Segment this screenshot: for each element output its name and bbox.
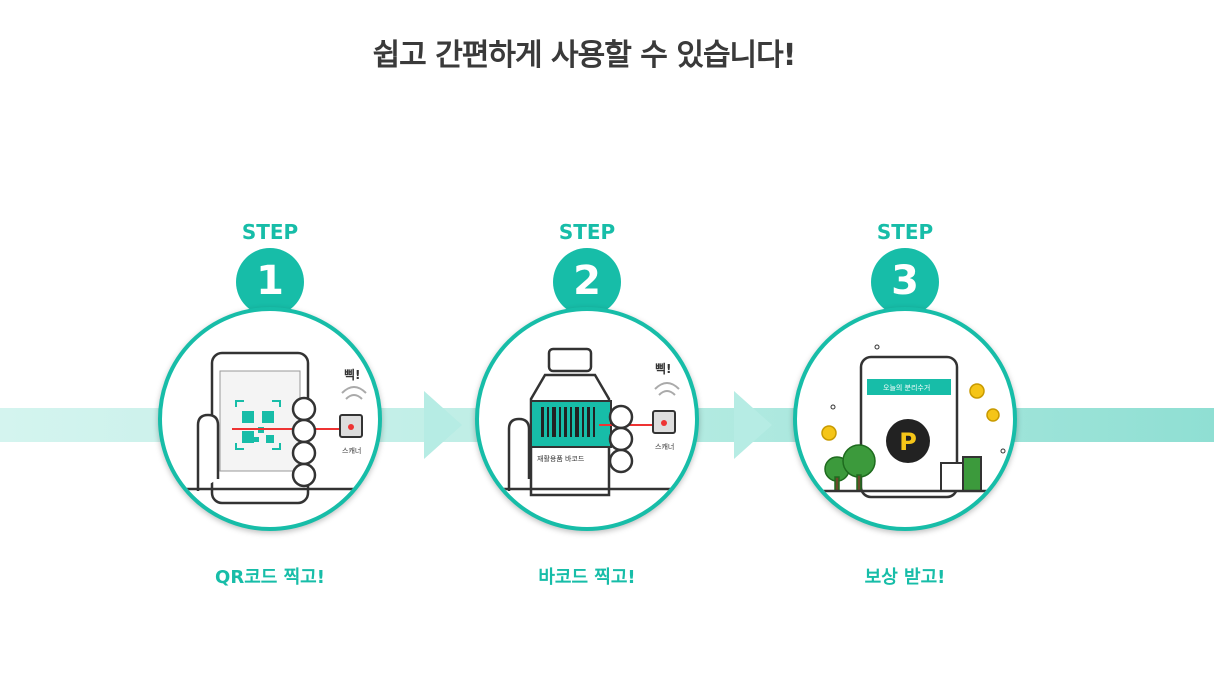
arrow-right-icon bbox=[734, 391, 772, 459]
milk-carton-icon bbox=[940, 456, 982, 492]
step-number-badge: 2 bbox=[553, 248, 621, 316]
step-caption: 바코드 찍고! bbox=[538, 567, 636, 588]
step-number-badge: 1 bbox=[236, 248, 304, 316]
scanner-label: 스캐너 bbox=[342, 446, 361, 455]
page-headline: 쉽고 간편하게 사용할 수 있습니다! bbox=[372, 38, 797, 73]
point-symbol: P bbox=[899, 428, 917, 456]
wifi-signal-icon bbox=[341, 386, 367, 400]
step-label: STEP bbox=[558, 220, 616, 244]
arrow-right-icon bbox=[424, 391, 462, 459]
wifi-signal-icon bbox=[654, 382, 680, 396]
step-caption: QR코드 찍고! bbox=[215, 567, 325, 588]
sound-effect-text: 삑! bbox=[655, 361, 672, 376]
step-illustration: 삑! 스캐너 bbox=[158, 307, 382, 531]
barcode-label: 재활용품 바코드 bbox=[537, 454, 585, 463]
step-caption: 보상 받고! bbox=[864, 567, 946, 588]
scanner-label: 스캐너 bbox=[655, 442, 674, 451]
hand-icon bbox=[507, 404, 634, 491]
step-label: STEP bbox=[876, 220, 934, 244]
tree-icon bbox=[824, 444, 876, 492]
step-number-badge: 3 bbox=[871, 248, 939, 316]
step-illustration: 오늘의 분리수거 P bbox=[793, 307, 1017, 531]
sound-effect-text: 삑! bbox=[344, 367, 361, 382]
hand-icon bbox=[196, 396, 317, 491]
step-illustration: 재활용품 바코드 삑! 스캐너 bbox=[475, 307, 699, 531]
point-coin-icon bbox=[886, 419, 930, 463]
step-label: STEP bbox=[241, 220, 299, 244]
coin-icon bbox=[821, 383, 1000, 441]
app-title: 오늘의 분리수거 bbox=[883, 383, 930, 392]
